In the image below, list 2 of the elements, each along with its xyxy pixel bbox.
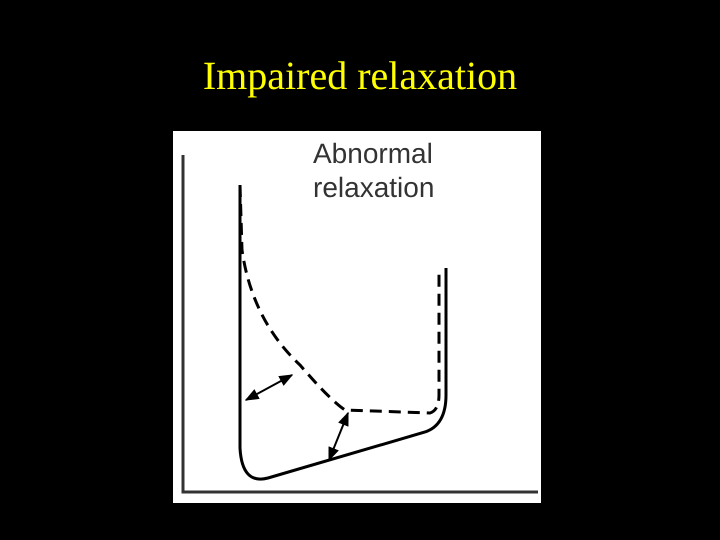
curve-label: Abnormal relaxation [313, 137, 436, 205]
slide-title: Impaired relaxation [202, 52, 518, 99]
